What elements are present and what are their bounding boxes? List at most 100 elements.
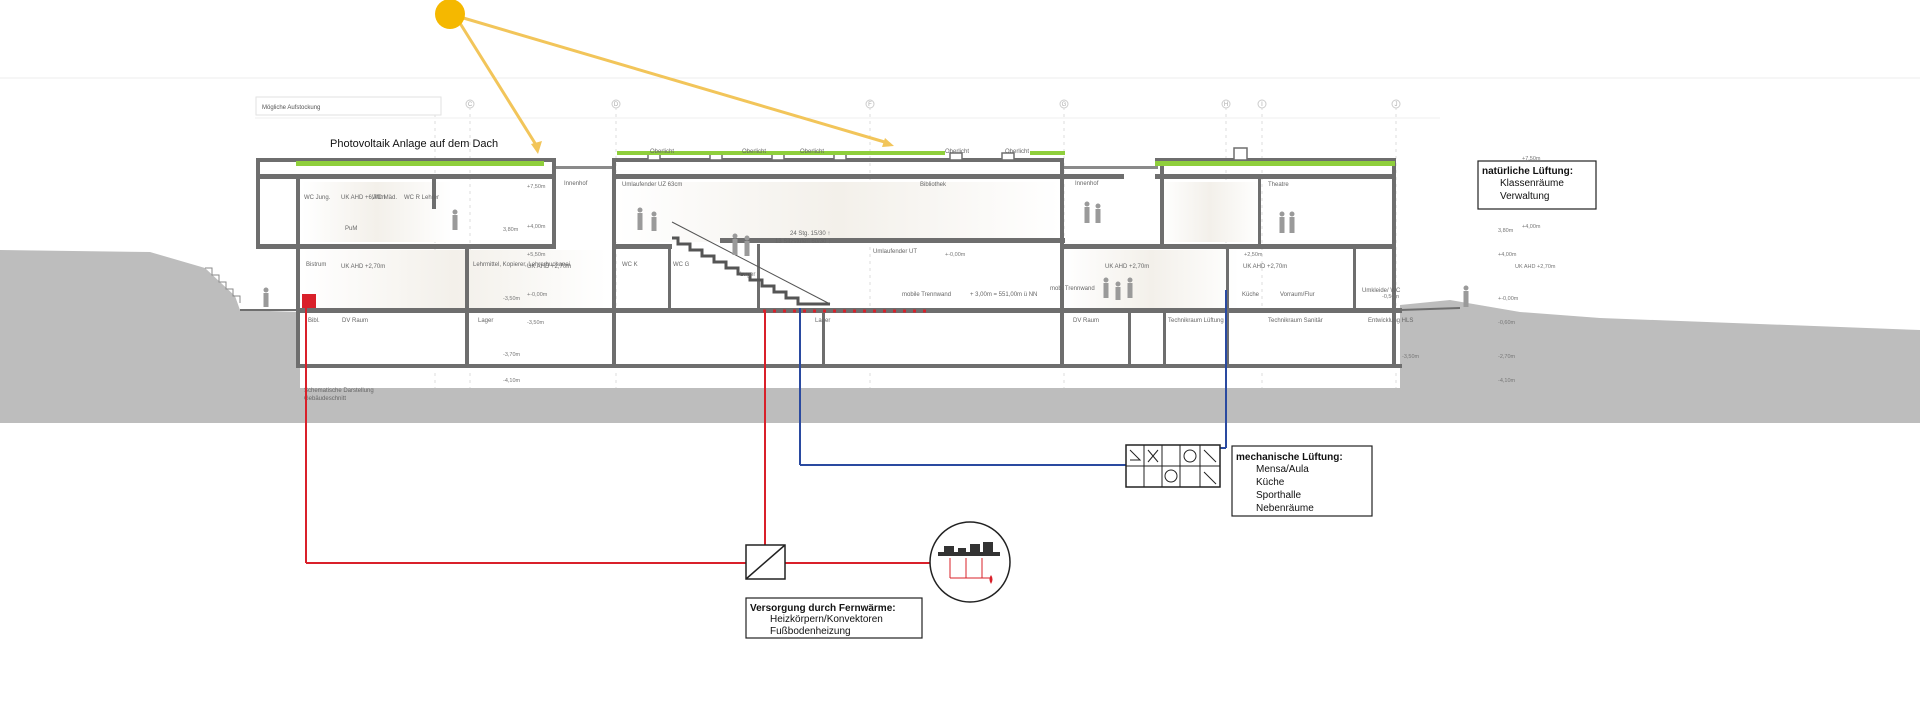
room-label: Küche — [1242, 292, 1260, 298]
axis-label: H — [1224, 102, 1228, 108]
level-marker: -3,50m — [1402, 354, 1420, 360]
level-marker: +7,50m — [527, 184, 546, 190]
room-label: Theatre — [1268, 182, 1289, 188]
level-marker: 3,80m — [1498, 228, 1514, 234]
skylight-label: Oberlicht — [742, 149, 766, 155]
axis-label: D — [614, 102, 619, 108]
skylight-label: Oberlicht — [650, 149, 674, 155]
room-label: Innenhof — [1075, 181, 1099, 187]
level-marker: +4,00m — [1522, 224, 1541, 230]
room-label: Technikraum Sanitär — [1268, 318, 1323, 324]
basement-area — [300, 312, 1398, 372]
level-marker: -3,50m — [527, 320, 545, 326]
axis-label: F — [868, 102, 872, 108]
level-marker: +4,00m — [1498, 252, 1517, 258]
level-marker: -2,70m — [1498, 354, 1516, 360]
room-label: UK AHD +6,70m — [341, 195, 385, 201]
room-shade — [302, 182, 452, 242]
room-label: UK AHD +2,70m — [1243, 264, 1287, 270]
level-marker: -4,10m — [503, 378, 521, 384]
room-label: WC K — [622, 262, 638, 268]
legend-item: Küche — [1256, 477, 1285, 488]
room-label: WC G — [673, 262, 690, 268]
room-label: DV Raum — [342, 318, 368, 324]
room-label: WC Jung. — [304, 195, 331, 201]
skylight-label: Oberlicht — [945, 149, 969, 155]
room-shade — [1160, 182, 1260, 242]
level-markers: +7,50m +4,00m 3,80m +5,50m +-0,00m -3,50… — [503, 156, 1556, 384]
legend-item: Mensa/Aula — [1256, 464, 1309, 475]
room-label: Technikraum Lüftung — [1168, 318, 1224, 324]
header-label: Mögliche Aufstockung — [262, 105, 320, 111]
people — [263, 201, 1469, 307]
level-marker: +-0,00m — [1498, 296, 1519, 302]
heating-lines — [302, 294, 934, 564]
room-shade — [616, 182, 1061, 242]
skylight-label: Oberlicht — [800, 149, 824, 155]
stair-level: + 3,00m = 551,00m ü NN — [970, 292, 1037, 298]
room-label: Entwicklung HLS — [1368, 318, 1413, 324]
legend-title: Versorgung durch Fernwärme: — [750, 603, 896, 614]
room-label: UK AHD +2,70m — [1105, 264, 1149, 270]
room-shade — [1064, 250, 1239, 310]
level-marker: -0,50m — [1382, 294, 1400, 300]
axis-label: I — [1261, 102, 1263, 108]
level-marker: +7,50m — [1522, 156, 1541, 162]
roof — [256, 147, 1396, 169]
room-label: PuM — [345, 226, 357, 232]
level-marker: -0,60m — [1498, 320, 1516, 326]
legend-title: natürliche Lüftung: — [1482, 166, 1573, 177]
green-roof-pv — [296, 151, 1395, 166]
level-marker: +4,00m — [527, 224, 546, 230]
room-label: Lager — [478, 318, 493, 324]
axis-label: C — [468, 102, 473, 108]
room-label: mobile Trennwand — [902, 292, 951, 298]
header-label-box — [255, 96, 442, 116]
floor-slabs — [256, 174, 1402, 368]
axis-label: J — [1395, 102, 1398, 108]
air-handling-unit-icon — [1125, 444, 1221, 488]
room-label: WC R Lehrer — [404, 195, 439, 201]
level-marker: +-0,00m — [945, 252, 966, 258]
heating-source — [302, 294, 316, 308]
legend-item: Sporthalle — [1256, 490, 1301, 501]
legend-item: Klassenräume — [1500, 178, 1564, 189]
sun-icon — [435, 0, 465, 29]
room-label: Innenhof — [564, 181, 588, 187]
ventilation-lines — [799, 290, 1227, 466]
terrace-east — [1399, 307, 1461, 311]
ground-note: Gebäudeschnitt — [304, 396, 346, 402]
district-heating-icon — [929, 521, 1011, 603]
level-marker: 3,80m — [503, 227, 519, 233]
room-label: Lager — [740, 272, 755, 278]
legend-item: Heizkörpern/Konvektoren — [770, 614, 883, 625]
room-label: Umkleide/ WC — [1362, 288, 1401, 294]
room-label: mob. Trennwand — [1050, 286, 1095, 292]
room-label: Umlaufender UZ 63cm — [622, 182, 682, 188]
room-label: Lehrmittel, Kopierer, Lehrerbuchanei — [473, 262, 570, 268]
level-marker: UK AHD +2,70m — [1515, 264, 1556, 270]
ground-note: Schematische Darstellung — [304, 388, 374, 394]
room-label: Bibl. — [308, 318, 320, 324]
level-marker: +2,50m — [1244, 252, 1263, 258]
pv-label: Photovoltaik Anlage auf dem Dach — [330, 138, 498, 150]
mechanical-ventilation-legend: mechanische Lüftung: Mensa/Aula Küche Sp… — [1231, 445, 1373, 517]
ground — [0, 250, 1920, 423]
terrain-steps — [205, 267, 241, 303]
skylight-label: Oberlicht — [1005, 149, 1029, 155]
room-label: UK AHD +2,70m — [527, 264, 571, 270]
level-marker: -4,10m — [1498, 378, 1516, 384]
legend-item: Fußbodenheizung — [770, 626, 851, 637]
legend-item: Verwaltung — [1500, 191, 1549, 202]
stair — [671, 221, 831, 306]
sun-rays — [456, 15, 894, 154]
room-label: Bibliothek — [920, 182, 947, 188]
district-heating-legend: Versorgung durch Fernwärme: Heizkörpern/… — [745, 597, 923, 639]
room-label: Vorraum/Flur — [1280, 292, 1315, 298]
stair-note: 13 Sitzstufen 60/30 ↑ — [775, 239, 831, 245]
room-shade — [302, 250, 607, 310]
level-marker: +5,50m — [527, 252, 546, 258]
room-label: UK AHD +2,70m — [341, 264, 385, 270]
axis-label: G — [1062, 102, 1067, 108]
